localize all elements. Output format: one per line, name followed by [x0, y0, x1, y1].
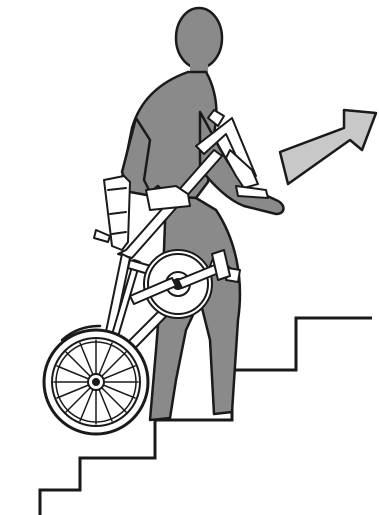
handlebar-grip — [236, 186, 268, 198]
direction-arrow-icon — [280, 110, 376, 184]
person-silhouette — [122, 8, 284, 420]
